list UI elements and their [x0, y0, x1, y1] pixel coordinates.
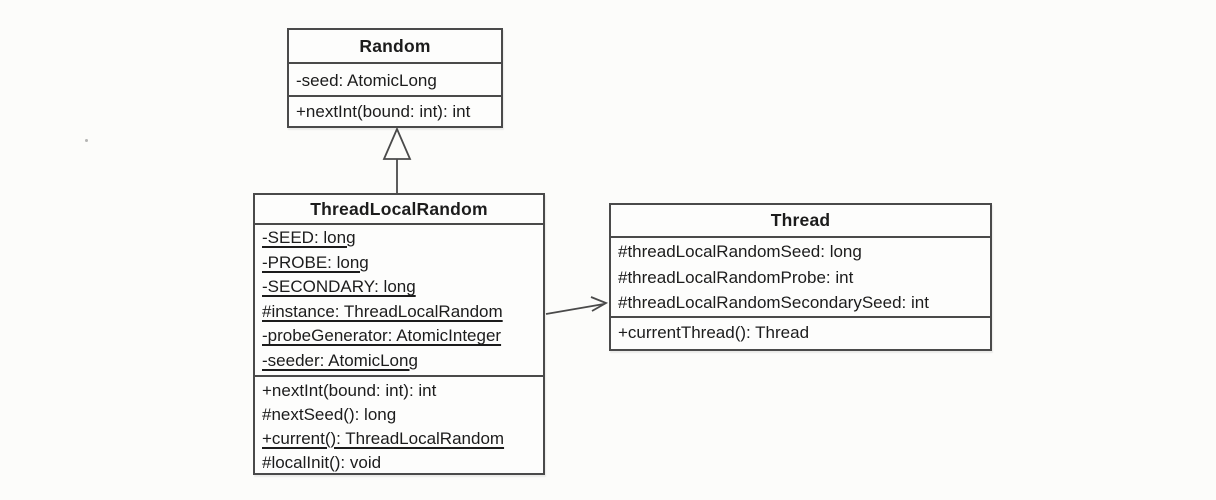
methods-section-thread: +currentThread(): Thread: [611, 318, 990, 347]
class-title-random: Random: [289, 30, 501, 64]
class-box-random: Random -seed: AtomicLong +nextInt(bound:…: [287, 28, 503, 128]
method-row: #nextSeed(): long: [262, 405, 397, 424]
class-box-thread: Thread #threadLocalRandomSeed: long #thr…: [609, 203, 992, 351]
attribute-row: -SEED: long: [262, 228, 356, 247]
attribute-row: -probeGenerator: AtomicInteger: [262, 326, 502, 346]
attributes-section-thread: #threadLocalRandomSeed: long #threadLoca…: [611, 238, 990, 318]
method-row: +nextInt(bound: int): int: [262, 381, 437, 400]
attribute-row: #threadLocalRandomSecondarySeed: int: [618, 293, 929, 312]
association-arrow: [545, 296, 609, 315]
attribute-row: -SECONDARY: long: [262, 277, 416, 297]
class-title-threadlocalrandom: ThreadLocalRandom: [255, 195, 543, 225]
attribute-row: #threadLocalRandomSeed: long: [618, 242, 862, 261]
attribute-row: #instance: ThreadLocalRandom: [262, 301, 503, 321]
scan-artifact-dot: [85, 139, 88, 142]
attribute-row: -seed: AtomicLong: [296, 71, 437, 90]
generalization-arrow: [382, 126, 412, 193]
attribute-row: -seeder: AtomicLong: [262, 350, 418, 370]
attributes-section-random: -seed: AtomicLong: [289, 64, 501, 97]
method-row: +nextInt(bound: int): int: [296, 102, 471, 121]
methods-section-threadlocalrandom: +nextInt(bound: int): int #nextSeed(): l…: [255, 377, 543, 473]
class-box-threadlocalrandom: ThreadLocalRandom -SEED: long -PROBE: lo…: [253, 193, 545, 475]
methods-section-random: +nextInt(bound: int): int: [289, 97, 501, 126]
method-row: #localInit(): void: [262, 453, 382, 472]
method-row: +current(): ThreadLocalRandom: [262, 429, 505, 448]
method-row: +currentThread(): Thread: [618, 323, 810, 342]
attribute-row: #threadLocalRandomProbe: int: [618, 267, 854, 287]
attribute-row: -PROBE: long: [262, 252, 369, 272]
class-title-thread: Thread: [611, 205, 990, 238]
attributes-section-threadlocalrandom: -SEED: long -PROBE: long -SECONDARY: lon…: [255, 225, 543, 377]
